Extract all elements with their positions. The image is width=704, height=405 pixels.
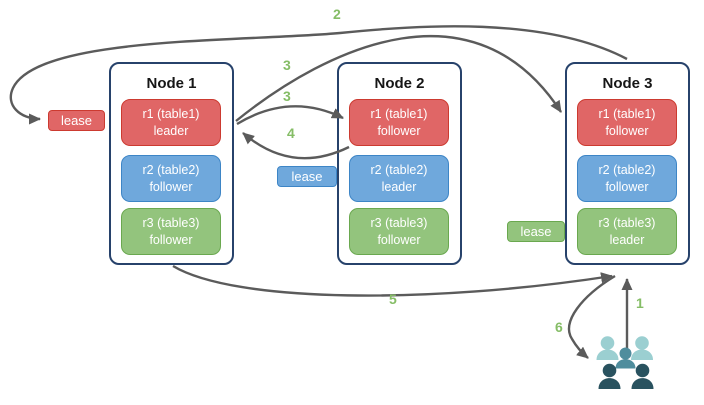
replica-name: r2 (table2)	[142, 163, 200, 178]
replica-name: r3 (table3)	[598, 216, 656, 231]
replica-name: r3 (table3)	[142, 216, 200, 231]
node-2-replica-r1: r1 (table1) follower	[349, 99, 449, 146]
replica-role: follower	[605, 179, 649, 194]
arrow-step2-node3-to-lease1	[9, 25, 628, 125]
node-2-title: Node 2	[374, 75, 425, 92]
node-1-replica-r3: r3 (table3) follower	[121, 208, 221, 255]
replica-name: r1 (table1)	[598, 107, 656, 122]
replica-role: leader	[381, 179, 417, 194]
replica-role: leader	[153, 123, 189, 138]
step-label-2: 2	[333, 6, 341, 22]
step-label-5: 5	[389, 291, 397, 307]
lease-badge-table1: lease	[48, 110, 105, 131]
node-3-title: Node 3	[602, 75, 653, 92]
arrow-step4-node2-to-node1	[242, 132, 350, 160]
replica-name: r2 (table2)	[370, 163, 428, 178]
step-label-3b: 3	[283, 88, 291, 104]
node-2-replica-r3: r3 (table3) follower	[349, 208, 449, 255]
users-group-icon	[596, 336, 654, 389]
replica-role: follower	[149, 179, 193, 194]
lease-badge-table3: lease	[507, 221, 565, 242]
arrow-step6-node3-to-users	[567, 274, 616, 359]
node-3-replica-r3: r3 (table3) leader	[577, 208, 677, 255]
replica-role: follower	[605, 123, 649, 138]
replica-name: r3 (table3)	[370, 216, 428, 231]
replica-name: r1 (table1)	[142, 107, 200, 122]
node-3: Node 3 r1 (table1) follower r2 (table2) …	[565, 62, 690, 265]
node-1-replica-r2: r2 (table2) follower	[121, 155, 221, 202]
node-2: Node 2 r1 (table1) follower r2 (table2) …	[337, 62, 462, 265]
node-1-replica-r1: r1 (table1) leader	[121, 99, 221, 146]
replica-role: follower	[377, 123, 421, 138]
node-3-replica-r1: r1 (table1) follower	[577, 99, 677, 146]
step-label-3a: 3	[283, 57, 291, 73]
replica-role: leader	[609, 232, 645, 247]
node-1-title: Node 1	[146, 75, 197, 92]
step-label-4: 4	[287, 125, 295, 141]
lease-badge-table2: lease	[277, 166, 337, 187]
node-2-replica-r2: r2 (table2) leader	[349, 155, 449, 202]
step-label-6: 6	[555, 319, 563, 335]
node-3-replica-r2: r2 (table2) follower	[577, 155, 677, 202]
replica-name: r1 (table1)	[370, 107, 428, 122]
arrow-step3-node1-to-node2	[236, 105, 344, 126]
replica-role: follower	[149, 232, 193, 247]
step-label-1: 1	[636, 295, 644, 311]
replica-role: follower	[377, 232, 421, 247]
node-1: Node 1 r1 (table1) leader r2 (table2) fo…	[109, 62, 234, 265]
replica-name: r2 (table2)	[598, 163, 656, 178]
